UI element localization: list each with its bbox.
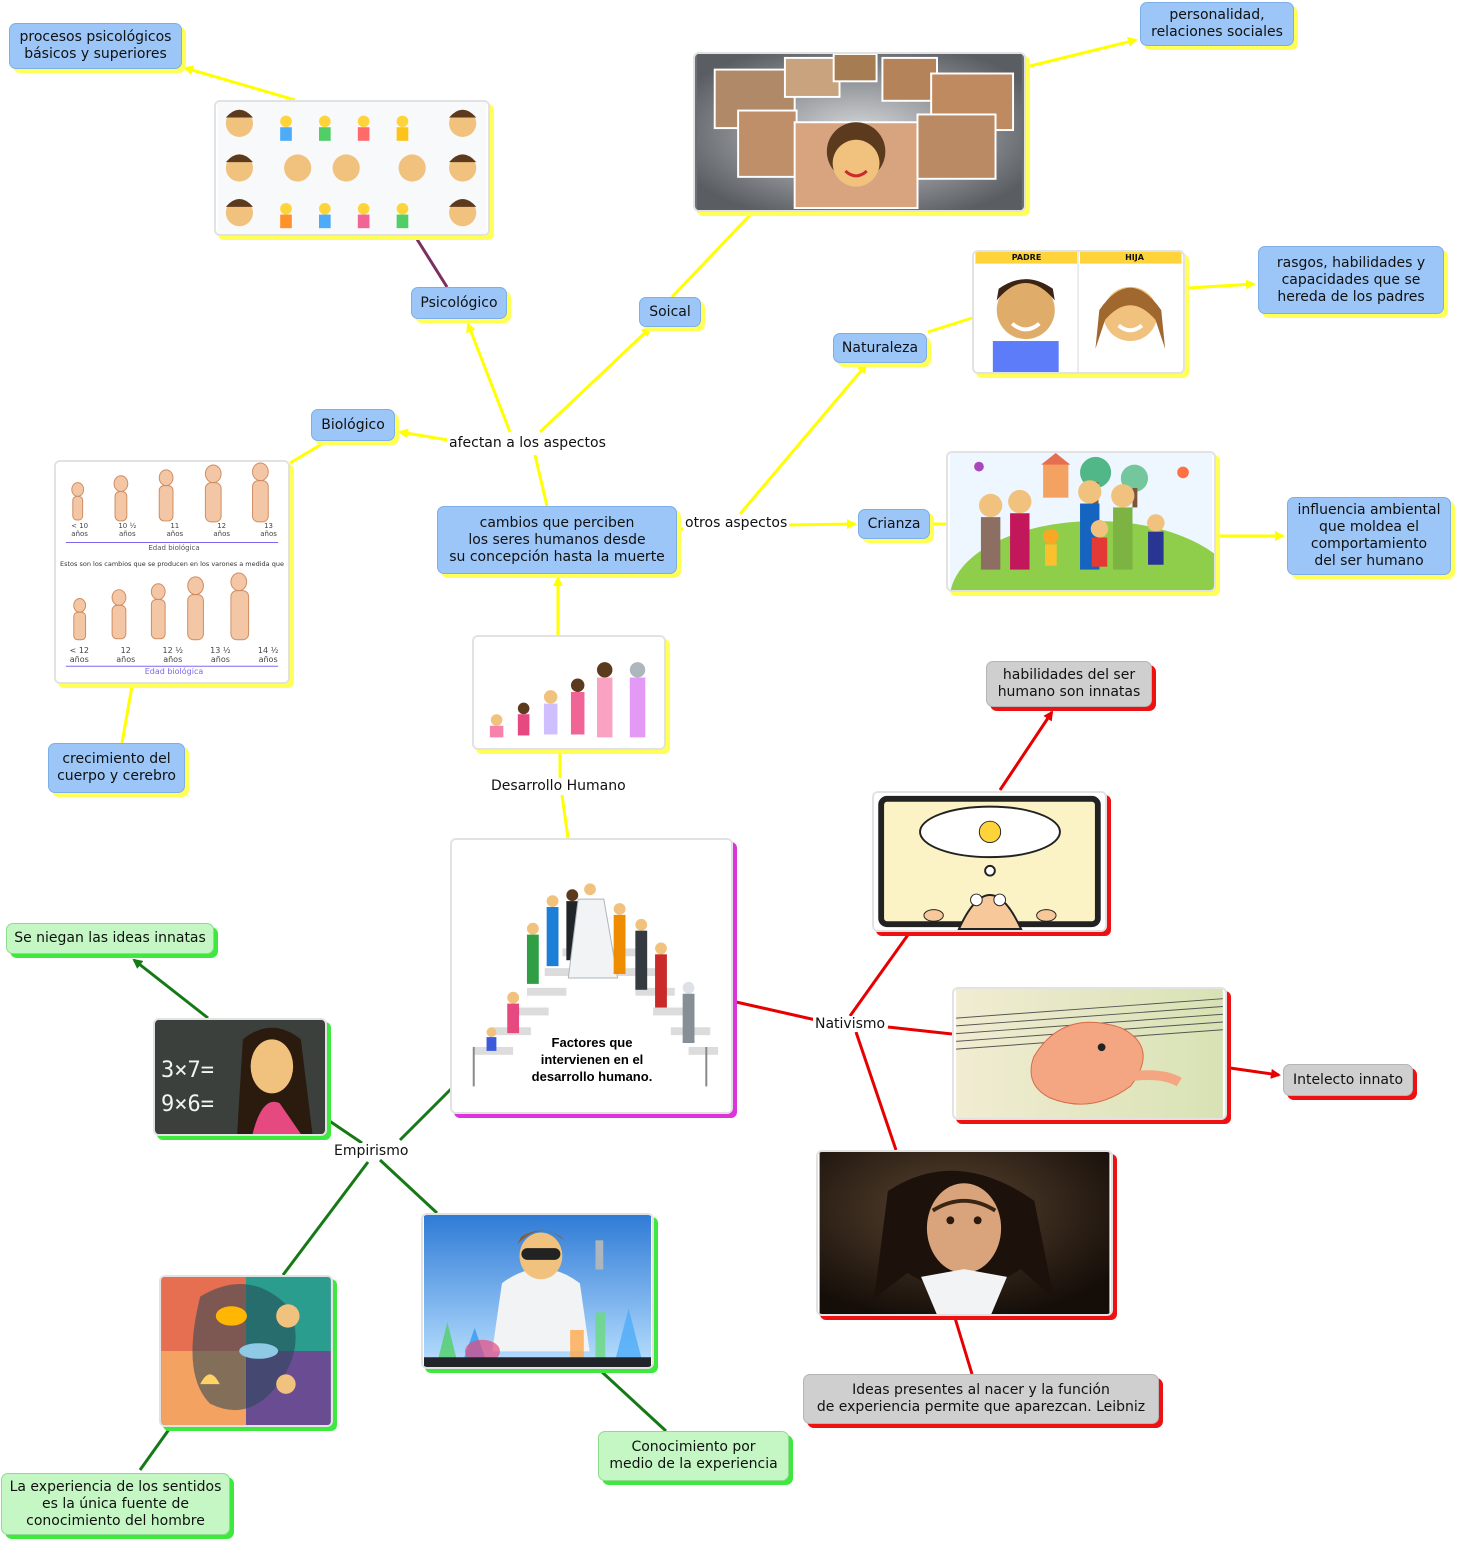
node-psicologico[interactable]: Psicológico (411, 287, 507, 319)
parent-child-image[interactable]: PADRE HIJA (972, 250, 1185, 374)
node-rasgos[interactable]: rasgos, habilidades y capacidades que se… (1258, 246, 1444, 314)
link-otros-crianza (785, 519, 857, 530)
link-central-nativismo (735, 1000, 817, 1022)
node-soical[interactable]: Soical (639, 297, 701, 327)
age-label: 12 años (116, 646, 136, 664)
age-label: 11 años (166, 522, 184, 538)
age-label: 14 ½ años (257, 646, 279, 664)
node-personalidad[interactable]: personalidad, relaciones sociales (1140, 2, 1294, 46)
link-nativismo-embryo (887, 1025, 953, 1036)
link-afectan-biologico (398, 428, 449, 442)
psychological-faces-image[interactable] (214, 100, 490, 236)
node-biologico[interactable]: Biológico (311, 409, 395, 441)
link-cambios-afectan (533, 454, 549, 507)
young-scientist-photo (423, 1215, 652, 1367)
link-natimg-rasgos (1187, 279, 1256, 290)
edad-biologica-top: Edad biológica (148, 544, 200, 552)
central-topic-image[interactable]: Factores que intervienen en el desarroll… (450, 838, 733, 1114)
label-otros-aspectos: otros aspectos (683, 515, 790, 531)
label-padre: PADRE (1011, 253, 1042, 262)
node-procesos[interactable]: procesos psicológicos básicos y superior… (9, 23, 182, 69)
age-label: 12 años (213, 522, 230, 538)
node-niegan[interactable]: Se niegan las ideas innatas (6, 923, 214, 954)
family-upbringing-image[interactable] (946, 451, 1216, 592)
node-habilidades[interactable]: habilidades del ser humano son innatas (986, 661, 1152, 707)
link-empirismo-senses (281, 1161, 370, 1276)
node-influencia[interactable]: influencia ambiental que moldea el compo… (1287, 497, 1451, 575)
link-senses-experiencia (138, 1427, 172, 1471)
age-label: < 10 años (71, 522, 89, 538)
link-empirismo-girl (327, 1118, 363, 1145)
label-desarrollo-humano: Desarrollo Humano (489, 778, 628, 794)
age-label: 10 ½ años (118, 522, 137, 538)
link-central-empirismo (398, 1086, 454, 1142)
link-afectan-psicologico (466, 322, 512, 433)
age-label: 13 ½ años (210, 646, 231, 664)
math-line-2: 9×6= (161, 1092, 214, 1117)
link-socialimg-personalidad (1029, 37, 1138, 68)
label-nativismo: Nativismo (813, 1016, 888, 1032)
link-psicologico-img (413, 235, 449, 288)
family-growth-image[interactable] (472, 635, 666, 750)
node-conocimiento[interactable]: Conocimiento por medio de la experiencia (598, 1431, 789, 1481)
people-growth-illustration (475, 637, 663, 748)
link-bioimg-crecimiento (120, 685, 134, 744)
ages-bottom-row: < 12 años 12 años 12 ½ años 13 ½ años 14… (56, 646, 288, 664)
link-central-desarrollo (560, 794, 570, 839)
philosopher-portrait-image[interactable] (816, 1150, 1113, 1316)
age-label: < 12 años (69, 646, 90, 664)
faces-collage-illustration (218, 102, 486, 234)
link-scientist-conocimiento (600, 1370, 668, 1433)
link-empirismo-scientist (378, 1158, 439, 1215)
label-afectan-aspectos: afectan a los aspectos (447, 435, 608, 451)
link-psicoimg-procesos (183, 65, 296, 102)
link-afectan-soical (538, 326, 652, 434)
link-thought-habilidades (998, 710, 1054, 791)
age-label: 12 ½ años (162, 646, 183, 664)
family-cartoon-illustration (949, 453, 1214, 590)
label-hija: HIJA (1125, 253, 1144, 262)
link-nativismo-portrait (854, 1031, 898, 1151)
link-biologico-img (289, 442, 323, 465)
label-empirismo: Empirismo (332, 1143, 411, 1159)
stairs-people-illustration (452, 840, 731, 1112)
ages-top-row: < 10 años 10 ½ años 11 años 12 años 13 a… (56, 522, 288, 538)
scientist-boy-image[interactable] (421, 1213, 654, 1369)
embryo-illustration (956, 989, 1223, 1118)
social-faces-image[interactable] (693, 52, 1026, 212)
embryo-music-image[interactable] (952, 987, 1227, 1120)
link-girl-niegan (132, 958, 209, 1020)
central-topic-text: Factores que intervienen en el desarroll… (531, 1035, 653, 1084)
senses-collage-image[interactable] (159, 1275, 333, 1427)
link-nativismo-thought (848, 931, 912, 1017)
biological-changes-image[interactable]: < 10 años 10 ½ años 11 años 12 años 13 a… (54, 460, 290, 684)
link-naturaleza-img (927, 316, 973, 334)
node-experiencia[interactable]: La experiencia de los sentidos es la úni… (1, 1473, 230, 1535)
edad-biologica-bottom: Edad biológica (144, 667, 204, 676)
link-otros-naturaleza (738, 363, 868, 515)
link-soical-img (670, 213, 752, 299)
node-cambios[interactable]: cambios que perciben los seres humanos d… (437, 506, 677, 574)
cambios-varones-caption: Estos son los cambios que se producen en… (60, 560, 284, 568)
five-senses-illustration (161, 1277, 331, 1425)
emotions-collage-illustration (697, 54, 1022, 210)
leibniz-portrait (819, 1152, 1110, 1314)
node-naturaleza[interactable]: Naturaleza (833, 333, 927, 363)
math-line-1: 3×7= (161, 1058, 214, 1083)
node-intelecto[interactable]: Intelecto innato (1283, 1064, 1413, 1096)
node-crianza[interactable]: Crianza (858, 509, 930, 539)
chalkboard-girl-photo (155, 1020, 325, 1134)
link-embryo-intelecto (1229, 1066, 1281, 1079)
age-label: 13 años (260, 522, 277, 538)
link-portrait-ideas (953, 1317, 974, 1375)
node-ideas[interactable]: Ideas presentes al nacer y la función de… (803, 1374, 1159, 1424)
girl-math-image[interactable]: 3×7= 9×6= (153, 1018, 327, 1136)
baby-idea-illustration (875, 793, 1104, 930)
baby-thought-image[interactable] (872, 791, 1107, 932)
father-daughter-photo (975, 252, 1182, 372)
body-growth-chart (56, 462, 288, 682)
node-crecimiento[interactable]: crecimiento del cuerpo y cerebro (48, 743, 185, 793)
